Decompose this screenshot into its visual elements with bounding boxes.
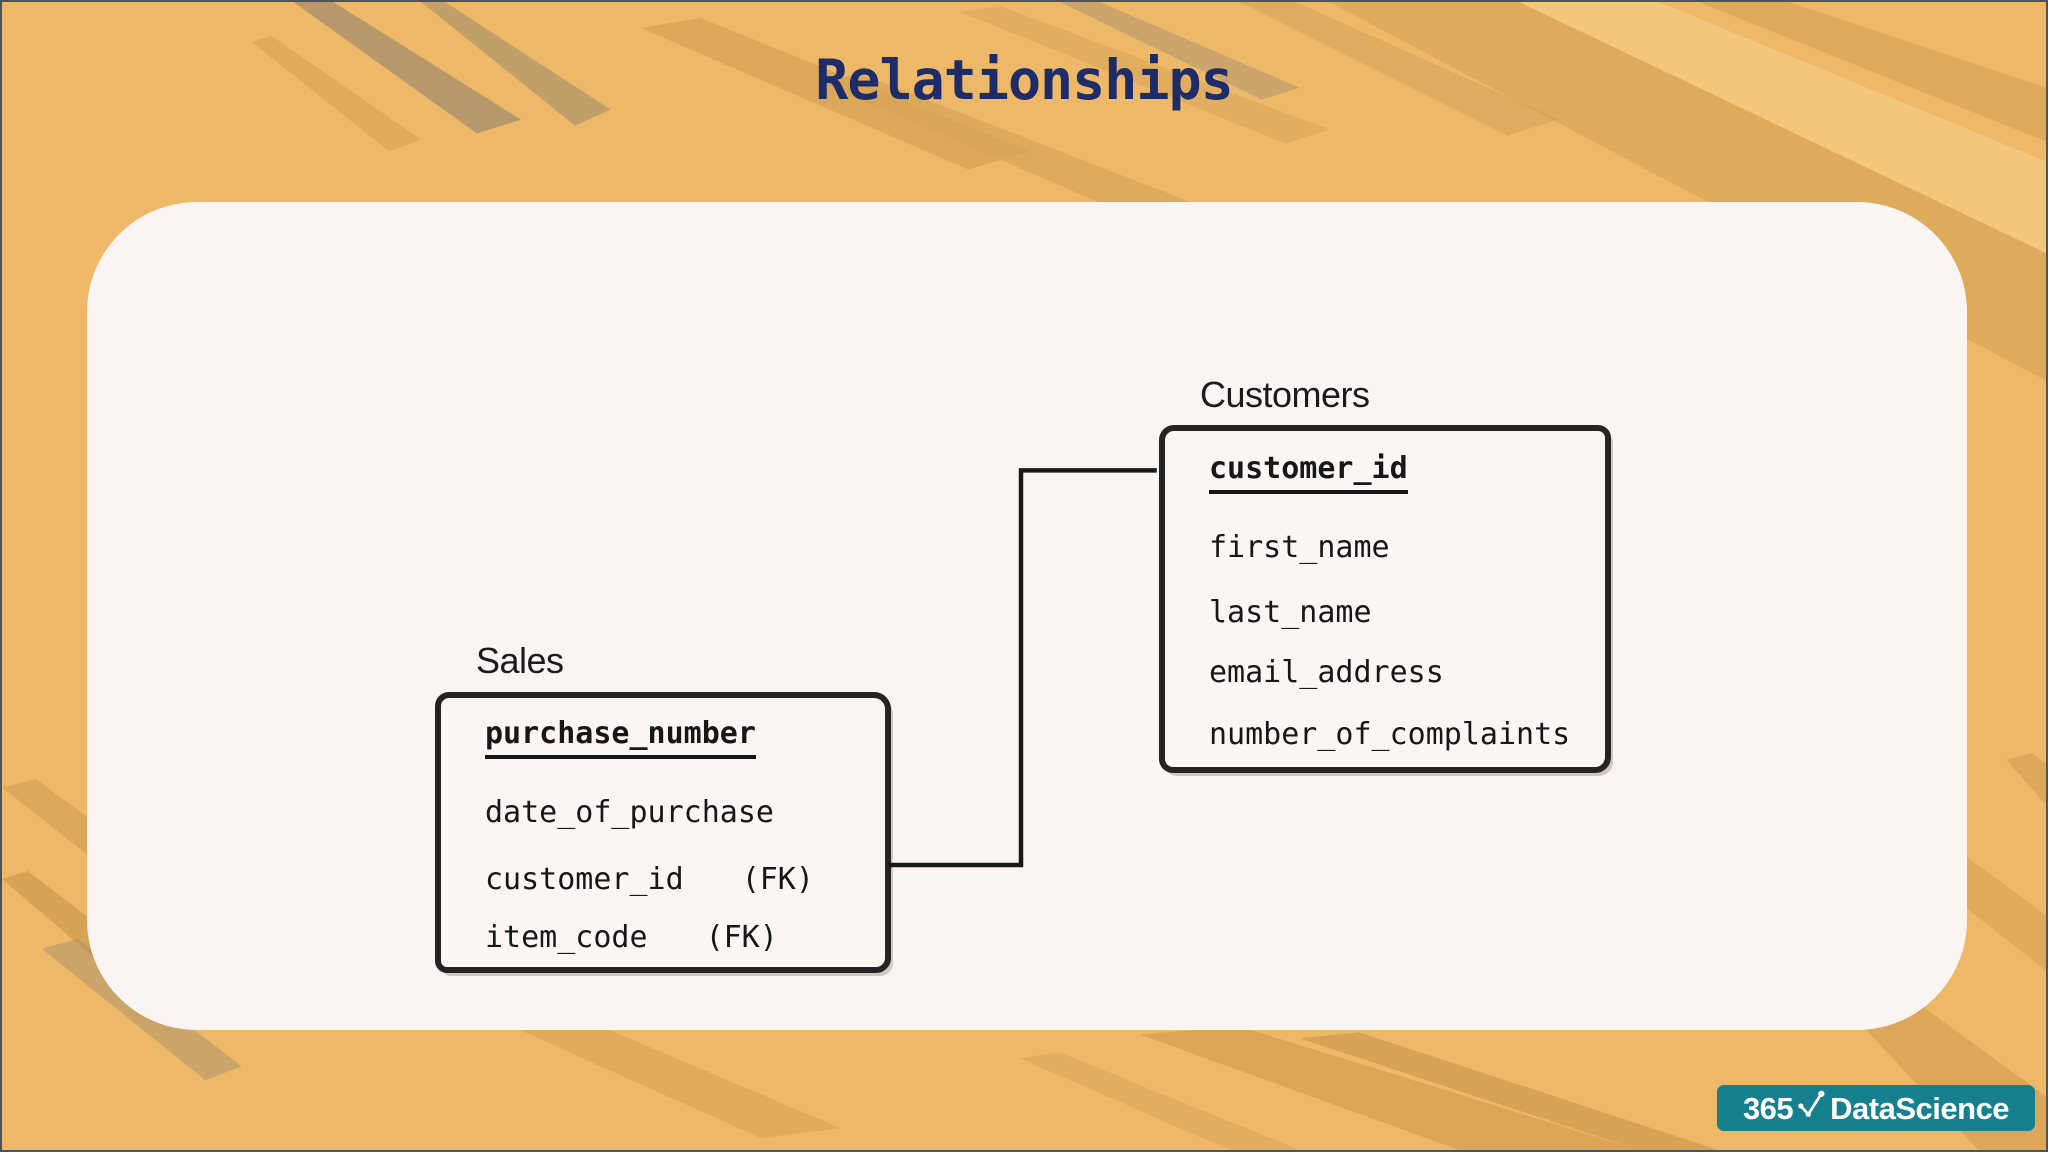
foreign-key-badge: (FK) <box>705 920 778 955</box>
sales-field-name: customer_id <box>485 862 684 897</box>
sales-primary-key: purchase_number <box>485 716 756 759</box>
logo-name: DataScience <box>1830 1090 2010 1126</box>
sales-field-row: item_code (FK) <box>485 916 871 960</box>
page-title: Relationships <box>815 48 1233 112</box>
sales-table-name: Sales <box>476 640 564 681</box>
customers-field-name: email_address <box>1209 655 1444 690</box>
logo-check-icon <box>1798 1090 1825 1117</box>
customers-field-row: number_of_complaints <box>1209 713 1591 757</box>
customers-field-name: number_of_complaints <box>1209 717 1571 752</box>
customers-table: customer_id first_name last_name email_a… <box>1159 425 1611 773</box>
sales-field-name: item_code <box>485 920 648 955</box>
sales-primary-key-row: purchase_number <box>485 712 871 759</box>
customers-table-name: Customers <box>1200 374 1370 415</box>
customers-primary-key-row: customer_id <box>1209 447 1591 494</box>
content-card <box>87 202 1967 1030</box>
customers-field-row: email_address <box>1209 651 1591 695</box>
sales-field-row: date_of_purchase <box>485 791 871 835</box>
customers-field-row: first_name <box>1209 526 1591 570</box>
customers-field-name: first_name <box>1209 530 1390 565</box>
sales-field-name: date_of_purchase <box>485 795 774 830</box>
foreign-key-badge: (FK) <box>741 862 814 897</box>
sales-table: purchase_number date_of_purchase custome… <box>435 692 891 973</box>
customers-field-row: last_name <box>1209 591 1591 635</box>
brand-logo: 365 DataScience <box>1717 1085 2035 1131</box>
customers-field-name: last_name <box>1209 595 1372 630</box>
customers-primary-key: customer_id <box>1209 451 1408 494</box>
logo-number: 365 <box>1742 1090 1794 1126</box>
sales-field-row: customer_id (FK) <box>485 858 871 902</box>
